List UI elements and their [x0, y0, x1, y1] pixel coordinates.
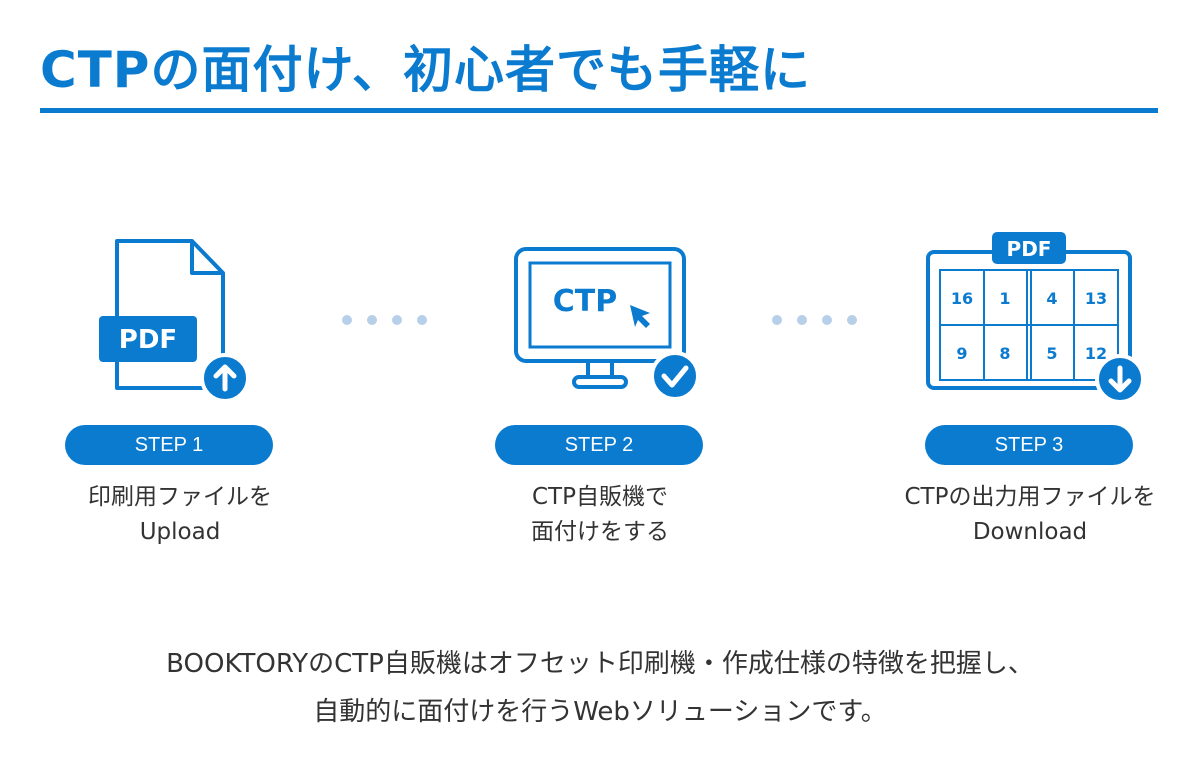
step-3-line-2: Download [972, 519, 1088, 545]
page-number: 5 [1046, 344, 1057, 363]
footer-line-2: 自動的に面付けを行うWebソリューションです。 [313, 697, 887, 727]
pdf-badge-label-3: PDF [1007, 237, 1052, 261]
step-1-description: 印刷用ファイルを Upload [20, 480, 340, 550]
step-2-line-2: 面付けをする [531, 519, 669, 545]
progress-dots-2 [772, 315, 857, 325]
screen-ctp-label: CTP [553, 284, 617, 319]
title-underline [40, 108, 1158, 113]
page-number: 12 [1085, 344, 1107, 363]
page-number: 13 [1085, 289, 1107, 308]
step-1-label: STEP 1 [65, 425, 273, 465]
pdf-imposition-download-icon: PDF 16 1 4 13 9 8 5 12 [926, 232, 1145, 404]
pdf-upload-icon: PDF [99, 239, 250, 403]
step-2-label: STEP 2 [495, 425, 703, 465]
step-1-line-1: 印刷用ファイルを [88, 484, 272, 510]
pdf-badge-label: PDF [119, 325, 177, 355]
step-1-line-2: Upload [139, 519, 221, 545]
footer-description: BOOKTORYのCTP自販機はオフセット印刷機・作成仕様の特徴を把握し、 自動… [0, 640, 1200, 736]
step-3-line-1: CTPの出力用ファイルを [904, 484, 1156, 510]
page-title: CTPの面付け、初心者でも手軽に [40, 41, 811, 99]
step-2-line-1: CTP自販機で [532, 484, 668, 510]
step-2-description: CTP自販機で 面付けをする [440, 480, 760, 550]
progress-dots-1 [342, 315, 427, 325]
page-number: 9 [956, 344, 967, 363]
page-number: 4 [1046, 289, 1057, 308]
step-3-label: STEP 3 [925, 425, 1133, 465]
step-3-description: CTPの出力用ファイルを Download [870, 480, 1190, 550]
monitor-ctp-icon: CTP [514, 247, 700, 401]
footer-line-1: BOOKTORYのCTP自販機はオフセット印刷機・作成仕様の特徴を把握し、 [166, 649, 1034, 679]
page-number: 16 [951, 289, 973, 308]
page-number: 8 [999, 344, 1010, 363]
page-number: 1 [999, 289, 1010, 308]
